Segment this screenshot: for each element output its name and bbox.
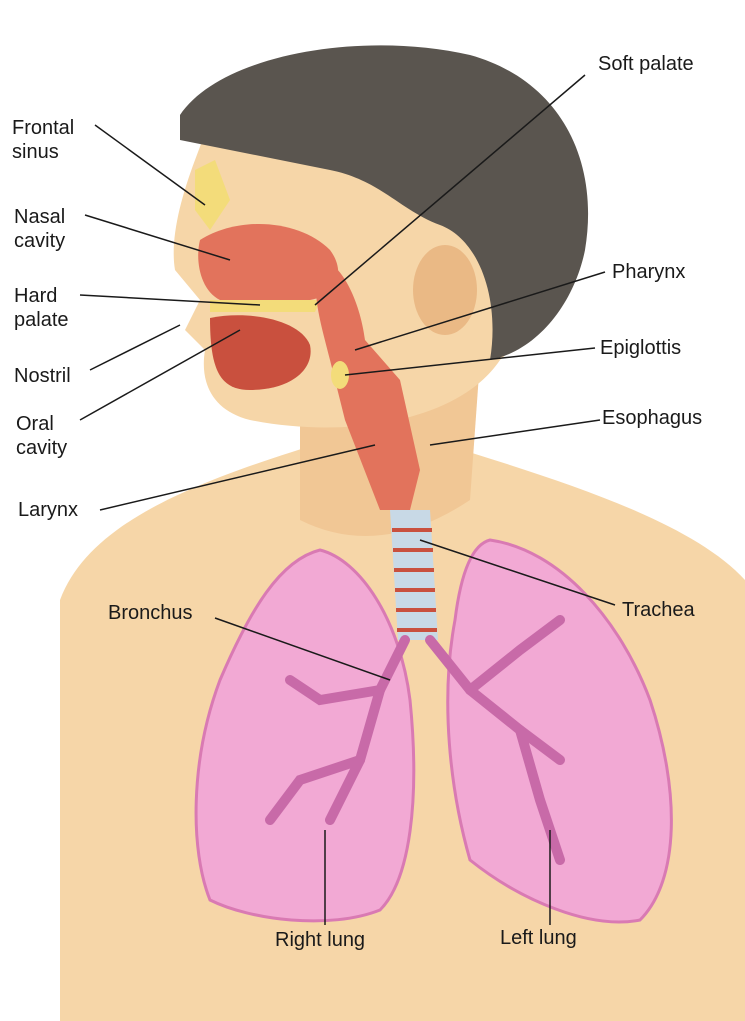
label-trachea: Trachea [622, 598, 695, 622]
label-oral-cavity: Oral cavity [16, 412, 67, 460]
label-hard-palate: Hard palate [14, 284, 69, 332]
label-frontal-sinus: Frontal sinus [12, 116, 74, 164]
label-pharynx: Pharynx [612, 260, 685, 284]
hard-palate-shape [210, 300, 320, 312]
label-bronchus: Bronchus [108, 601, 193, 625]
label-epiglottis: Epiglottis [600, 336, 681, 360]
label-right-lung: Right lung [275, 928, 365, 952]
label-left-lung: Left lung [500, 926, 577, 950]
label-nostril: Nostril [14, 364, 71, 388]
label-larynx: Larynx [18, 498, 78, 522]
label-soft-palate: Soft palate [598, 52, 694, 76]
label-nasal-cavity: Nasal cavity [14, 205, 65, 253]
label-esophagus: Esophagus [602, 406, 702, 430]
